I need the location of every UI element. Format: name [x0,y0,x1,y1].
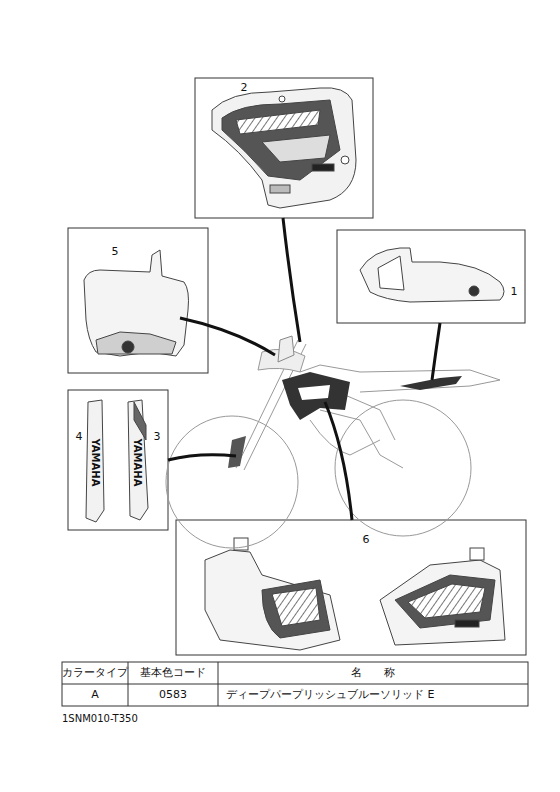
fork-guard [86,400,148,522]
drawing-number: 1SNM010-T350 [62,713,138,724]
decal-text: YAMAHA [90,438,101,486]
tank-decal [205,538,505,650]
detail-panel [68,228,208,373]
callout-number: 5 [112,246,119,258]
decal-text: YAMAHA [132,438,143,486]
motorcycle-outline [166,340,500,548]
table-cell: ディープパープリッシュブルーソリッド E [226,689,434,701]
detail-panel [337,230,525,323]
detail-panel [176,520,526,655]
callout-number: 4 [76,431,83,443]
color-table [62,662,528,706]
callout-number: 6 [363,534,370,546]
leader-line [168,218,440,520]
number-plate [84,250,189,356]
detail-panel [195,78,373,218]
table-cell: 基本色コード [140,667,206,679]
table-cell: 0583 [159,689,187,701]
callout-number: 3 [154,431,161,443]
table-cell: 名 称 [351,667,395,679]
detail-panel [68,390,168,530]
callout-number: 2 [241,82,248,94]
table-cell: A [91,689,99,701]
callout-number: 1 [511,286,518,298]
rear-fender [360,248,504,302]
table-cell: カラータイプ [62,667,128,679]
bike-decals [228,336,462,468]
shroud-decal [212,88,356,208]
